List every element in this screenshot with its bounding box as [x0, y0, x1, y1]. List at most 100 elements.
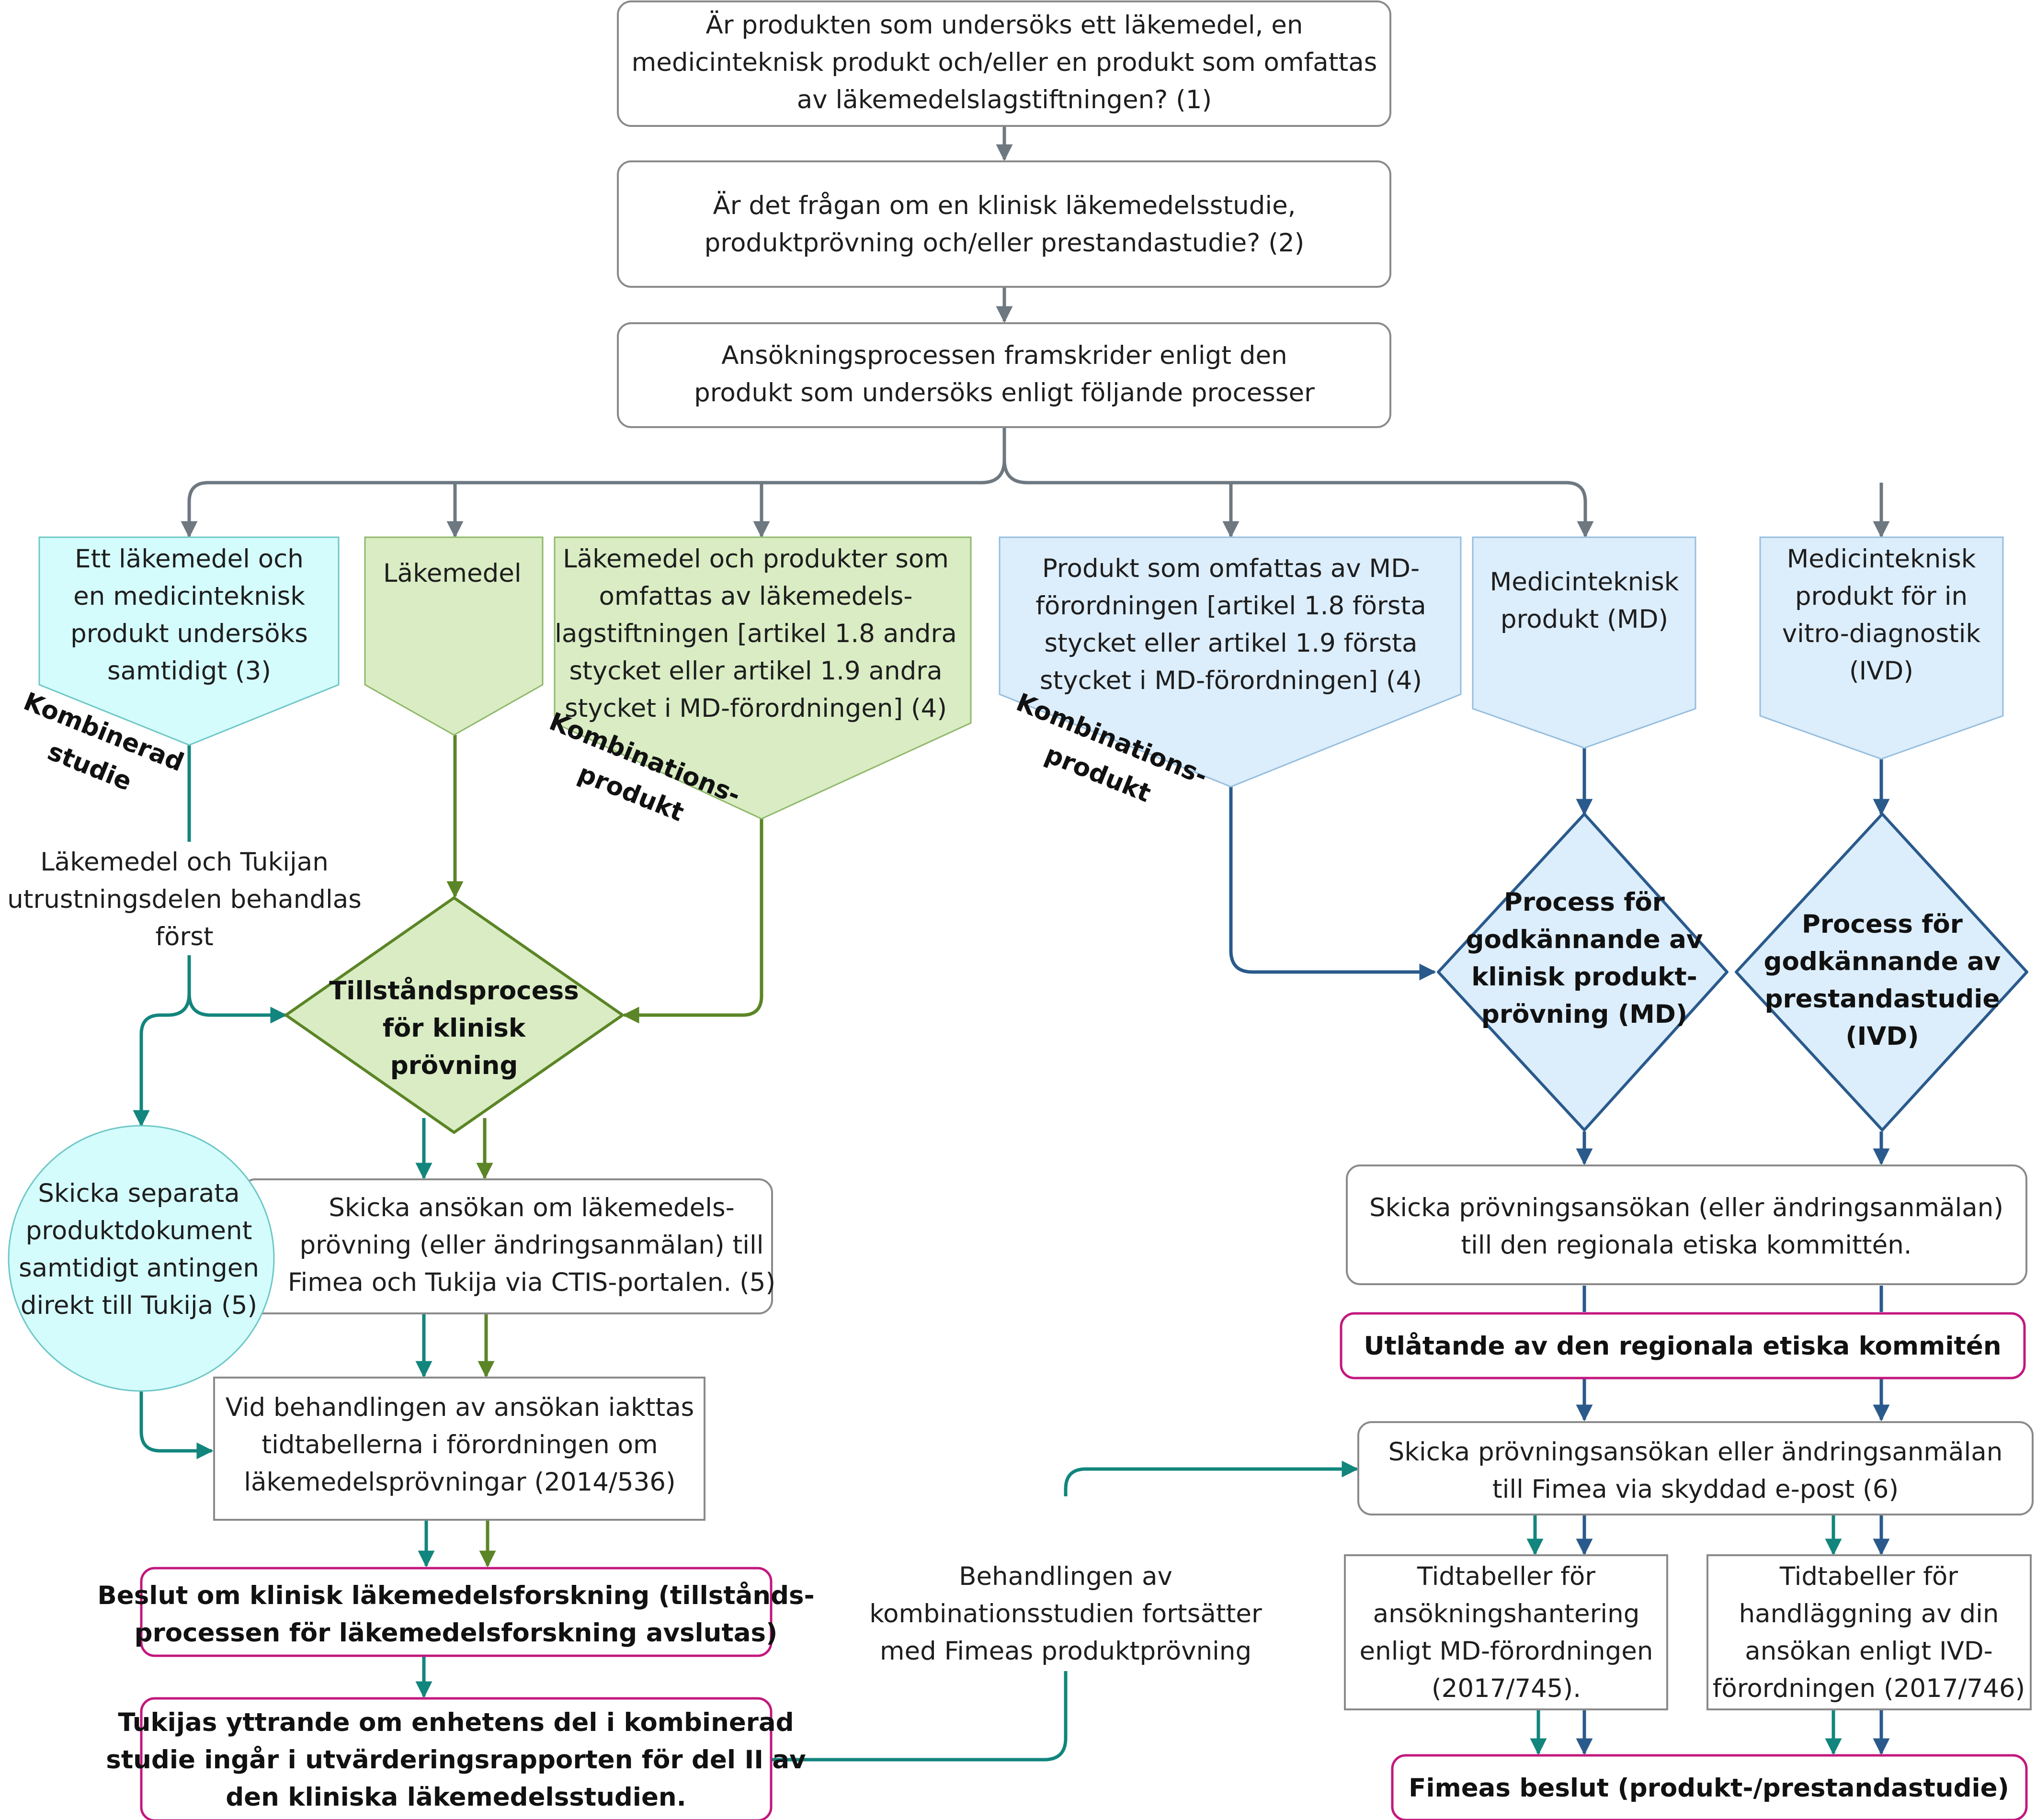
decision-md-investigation-text: Process för godkännande av klinisk produkt… — [1466, 888, 1703, 1029]
text-line: läkemedelsprövningar (2014/536) — [244, 1468, 675, 1497]
text-line: Tukijas yttrande om enhetens del i kombi… — [118, 1708, 794, 1737]
text-line: Skicka prövningsansökan eller ändringsan… — [1388, 1437, 2003, 1467]
text-line: den kliniska läkemedelsstudien. — [226, 1783, 686, 1812]
text-line: Skicka separata — [38, 1179, 239, 1208]
text-line: stycket i MD-förordningen] (4) — [1040, 666, 1422, 695]
ethics-application-text: Skicka prövningsansökan (eller ändringsa… — [1369, 1193, 2003, 1260]
text-line: stycket i MD-förordningen] (4) — [565, 694, 947, 723]
text-line: en medicinteknisk — [73, 582, 305, 611]
text-line: Läkemedel och Tukijan — [40, 848, 329, 877]
text-line: samtidigt (3) — [107, 656, 271, 686]
ethics-opinion-box: Utlåtande av den regionala etiska kommit… — [1340, 1312, 2026, 1379]
text-line: Tidtabeller för — [1779, 1562, 1958, 1591]
fimea-decision-text: Fimeas beslut (produkt-/prestandastudie) — [1409, 1774, 2009, 1803]
text-line: Process för — [1802, 910, 1963, 939]
text-line: Beslut om klinisk läkemedelsforskning (t… — [97, 1581, 814, 1610]
text-line: Produkt som omfattas av MD- — [1042, 554, 1420, 583]
continuation-note: Behandlingen av kombinationsstudien forts… — [869, 1496, 1262, 1671]
text-line: godkännande av — [1466, 925, 1703, 954]
text-line: Behandlingen av — [959, 1562, 1172, 1591]
clinical-research-decision-box: Beslut om klinisk läkemedelsforskning (t… — [97, 1567, 815, 1657]
text-line: handläggning av din — [1739, 1599, 1999, 1628]
separate-documents-circle: Skicka separata produktdokument samtidigt … — [8, 1125, 275, 1392]
decision-md-investigation: Process för godkännande av klinisk produkt… — [1437, 813, 1729, 1131]
text-line: produktdokument — [26, 1216, 252, 1245]
text-line: omfattas av läkemedels- — [599, 582, 913, 611]
category-combination-medicine: Läkemedel och produkter som omfattas av l… — [554, 536, 972, 820]
ethics-opinion-text: Utlåtande av den regionala etiska kommit… — [1364, 1332, 2001, 1361]
text-line: Läkemedel — [383, 559, 522, 588]
text-line: prestandastudie — [1765, 984, 2000, 1014]
text-line: kombinationsstudien fortsätter — [869, 1599, 1262, 1628]
text-line: Process för — [1504, 888, 1665, 917]
text-line: produkt som undersöks enligt följande pr… — [694, 378, 1315, 407]
text-line: direkt till Tukija (5) — [21, 1291, 257, 1320]
ctis-application-text: Skicka ansökan om läkemedels-prövning (e… — [288, 1193, 775, 1297]
text-line: först — [155, 922, 213, 951]
category-combination-md-text: Produkt som omfattas av MD-förordningen … — [1035, 554, 1426, 695]
text-line: till Fimea via skyddad e-post (6) — [1492, 1475, 1899, 1504]
text-line: Läkemedel och produkter som — [563, 544, 949, 574]
ctis-application-box: Skicka ansökan om läkemedels-prövning (e… — [241, 1178, 775, 1314]
text-line: Vid behandlingen av ansökan iakttas — [226, 1393, 694, 1422]
category-combined-study-text: Ett läkemedel och en medicinteknisk produk… — [70, 544, 308, 686]
text-line: förordningen (2017/746) — [1713, 1674, 2025, 1703]
text-line: Skicka prövningsansökan (eller ändringsa… — [1369, 1193, 2003, 1222]
first-handled-note: Läkemedel och Tukijan utrustningsdelen be… — [7, 843, 369, 955]
text-line: klinisk produkt- — [1471, 962, 1697, 992]
question-1-text: Är produkten som undersöks ett läkemedel… — [632, 10, 1377, 114]
text-line: utrustningsdelen behandlas — [7, 885, 362, 914]
text-line: (IVD) — [1849, 656, 1913, 686]
trial-timetables-text: Vid behandlingen av ansökan iakttas tidta… — [226, 1393, 694, 1497]
text-line: Ett läkemedel och — [75, 544, 304, 574]
text-line: studie ingår i utvärderingsrapporten för… — [106, 1745, 806, 1775]
text-line: samtidigt antingen — [19, 1254, 259, 1283]
text-line: Tidtabeller för — [1417, 1562, 1595, 1591]
text-line: Är det frågan om en klinisk läkemedelsst… — [713, 191, 1296, 220]
text-line: tidtabellerna i förordningen om — [262, 1430, 658, 1459]
text-line: produkt undersöks — [70, 619, 308, 648]
continuation-text: Behandlingen av kombinationsstudien forts… — [869, 1562, 1262, 1666]
separate-documents-text: Skicka separata produktdokument samtidigt … — [19, 1179, 259, 1320]
text-line: vitro-diagnostik — [1782, 619, 1981, 648]
first-handled-text: Läkemedel och Tukijan utrustningsdelen be… — [7, 848, 362, 951]
question-2-text: Är det frågan om en klinisk läkemedelsst… — [705, 191, 1305, 258]
category-combination-md: Produkt som omfattas av MD-förordningen … — [999, 536, 1462, 788]
process-intro-text: Ansökningsprocessen framskrider enligt d… — [694, 341, 1315, 407]
trial-timetables-box: Vid behandlingen av ansökan iakttas tidta… — [213, 1377, 705, 1521]
text-line: Fimea och Tukija via CTIS-portalen. (5) — [288, 1268, 775, 1297]
text-line: medicinteknisk produkt och/eller en prod… — [632, 48, 1377, 77]
fimea-application-text: Skicka prövningsansökan eller ändringsan… — [1388, 1437, 2003, 1504]
fimea-application-box: Skicka prövningsansökan eller ändringsan… — [1357, 1421, 2034, 1515]
text-line: produktprövning och/eller prestandastudi… — [705, 228, 1305, 258]
category-medicine-text: Läkemedel — [383, 559, 522, 588]
text-line: prövning (eller ändringsanmälan) till — [300, 1231, 764, 1260]
ethics-application-box: Skicka prövningsansökan (eller ändringsa… — [1346, 1164, 2027, 1285]
connectors — [133, 127, 1890, 1762]
text-line: prövning (MD) — [1481, 1000, 1687, 1029]
text-line: lagstiftningen [artikel 1.8 andra — [555, 619, 957, 648]
text-line: Skicka ansökan om läkemedels- — [329, 1193, 735, 1222]
text-line: Fimeas beslut (produkt-/prestandastudie) — [1409, 1774, 2009, 1803]
text-line: för klinisk — [383, 1014, 526, 1043]
text-line: (2017/745). — [1432, 1674, 1581, 1703]
text-line: ansökningshantering — [1373, 1599, 1640, 1628]
text-line: Utlåtande av den regionala etiska kommit… — [1364, 1332, 2001, 1361]
text-line: förordningen [artikel 1.8 första — [1035, 591, 1426, 621]
text-line: prövning — [390, 1051, 518, 1080]
text-line: till den regionala etiska kommittén. — [1461, 1231, 1911, 1260]
question-1-box: Är produkten som undersöks ett läkemedel… — [617, 0, 1391, 127]
text-line: Medicinteknisk — [1787, 544, 1976, 574]
category-combined-study: Ett läkemedel och en medicinteknisk produk… — [38, 536, 340, 746]
clinical-research-decision-text: Beslut om klinisk läkemedelsforskning (t… — [97, 1581, 814, 1648]
text-line: stycket eller artikel 1.9 andra — [569, 656, 942, 686]
tukija-opinion-box: Tukijas yttrande om enhetens del i kombi… — [106, 1697, 806, 1820]
